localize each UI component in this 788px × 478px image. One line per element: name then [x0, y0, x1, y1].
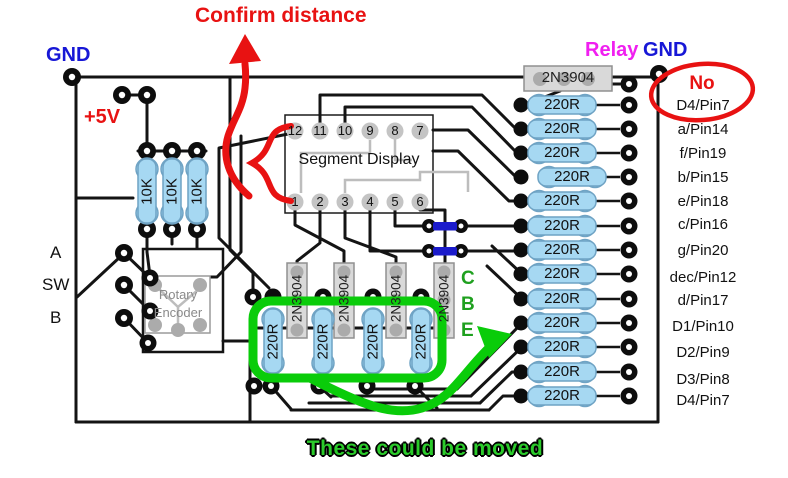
resistor-label: 220R — [264, 323, 282, 360]
resistor-label: 220R — [314, 323, 332, 360]
display-pin-7: 7 — [416, 123, 424, 138]
display-pin-4: 4 — [366, 194, 374, 209]
label-emitter: E — [461, 320, 474, 341]
resistor-label: 220R — [544, 217, 580, 234]
pullup-10k-label: 10K — [138, 178, 156, 205]
resistor-label: 220R — [544, 241, 580, 258]
transistor-label: 2N3904 — [388, 274, 404, 323]
resistor-label: 220R — [544, 363, 580, 380]
label-sw: SW — [42, 275, 70, 294]
these-could-be-moved-label: These could be moved — [306, 437, 544, 460]
pin-label: D3/Pin8 — [676, 371, 730, 388]
display-pin-3: 3 — [341, 194, 349, 209]
label-b: B — [50, 308, 62, 327]
right-resistor-column — [513, 93, 638, 408]
pin-label: D1/Pin10 — [672, 318, 734, 335]
green-arrow — [305, 326, 512, 416]
pullup-10k-label: 10K — [188, 178, 206, 205]
resistor-label: 220R — [544, 387, 580, 404]
transistor-label: 2N3904 — [541, 69, 595, 86]
display-pin-10: 10 — [337, 123, 353, 138]
rotary-encoder-label: Encoder — [153, 305, 203, 320]
pin-label: dec/Pin12 — [669, 269, 737, 286]
pullup-resistors — [135, 157, 209, 225]
pin-label: a/Pin14 — [677, 121, 729, 138]
pin-label: g/Pin20 — [677, 242, 729, 259]
pin-label: D4/Pin7 — [676, 392, 730, 409]
resistor-label: 220R — [544, 290, 580, 307]
pullup-10k-label: 10K — [163, 178, 181, 205]
display-pin-2: 2 — [316, 194, 324, 209]
middle-resistors — [261, 307, 433, 375]
resistor-label: 220R — [544, 120, 580, 137]
display-pin-5: 5 — [391, 194, 399, 209]
pin-label-circled: D4/Pin7 — [676, 97, 730, 114]
label-base: B — [461, 294, 475, 315]
label-collector: C — [461, 268, 475, 289]
display-pin-6: 6 — [416, 194, 424, 209]
plus5v-label: +5V — [84, 106, 121, 128]
relay-label: Relay — [585, 39, 639, 61]
green-highlight-rect — [248, 296, 447, 383]
red-arrow — [222, 34, 261, 200]
gnd-left-label: GND — [46, 44, 91, 66]
resistor-label: 220R — [544, 144, 580, 161]
resistor-label: 220R — [544, 96, 580, 113]
pin-label: c/Pin16 — [677, 216, 729, 233]
red-ellipse — [648, 61, 756, 123]
transistor-label: 2N3904 — [336, 274, 352, 323]
resistor-label: 220R — [364, 323, 382, 360]
resistor-label: 220R — [412, 323, 430, 360]
resistor-label: 220R — [544, 265, 580, 282]
display-pin-9: 9 — [366, 123, 374, 138]
display-pin-8: 8 — [391, 123, 399, 138]
resistor-label: 220R — [544, 192, 580, 209]
rotary-encoder-label: Rotary — [158, 287, 198, 302]
segment-display-title: Segment Display — [298, 151, 420, 168]
transistor-label: 2N3904 — [436, 274, 452, 323]
display-pin-1: 1 — [291, 194, 299, 209]
gnd-right-label: GND — [643, 39, 688, 61]
pin-label: e/Pin18 — [677, 193, 729, 210]
resistor-label: 220R — [544, 338, 580, 355]
confirm-distance-label: Confirm distance — [195, 4, 367, 27]
pin-label: f/Pin19 — [679, 145, 727, 162]
rotary-encoder-box — [144, 275, 211, 337]
segment-display-box — [284, 114, 470, 214]
blue-jumpers — [433, 222, 457, 256]
no-label: No — [689, 73, 715, 94]
transistor-label: 2N3904 — [289, 274, 305, 323]
display-pin-11: 11 — [313, 123, 327, 138]
pin-label: d/Pin17 — [677, 292, 729, 309]
label-a: A — [50, 243, 62, 262]
display-pin-12: 12 — [287, 123, 303, 138]
pin-label: b/Pin15 — [677, 169, 729, 186]
resistor-label: 220R — [544, 314, 580, 331]
pin-label: D2/Pin9 — [676, 344, 730, 361]
red-brace — [245, 123, 294, 204]
resistor-label: 220R — [554, 168, 590, 185]
